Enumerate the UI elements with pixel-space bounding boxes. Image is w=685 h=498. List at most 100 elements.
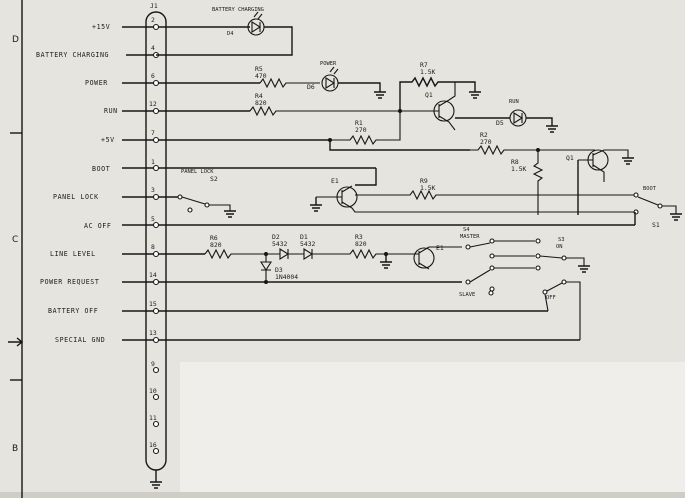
pin-number-16: 16	[149, 441, 157, 449]
s4-alt-label: SLAVE	[459, 292, 475, 298]
r6-ref-label: R6	[210, 234, 218, 242]
switch-s4-icon	[465, 238, 535, 296]
r5-value-label: 470	[255, 72, 267, 80]
d4-name-label: BATTERY CHARGING	[212, 7, 264, 13]
pin-number-9: 9	[151, 360, 155, 368]
d5-ref-label: D5	[496, 119, 504, 127]
q-boot-ref-label: E1	[331, 177, 339, 185]
s3-off-label: OFF	[546, 295, 556, 301]
wire-boot-collector	[355, 168, 377, 186]
q-right-ref-label: Q1	[566, 154, 574, 162]
ground-icon	[150, 481, 162, 489]
transistor-q-right-icon	[578, 149, 629, 182]
resistor-r1-icon	[330, 111, 401, 146]
s2-ref-label: S2	[210, 175, 218, 183]
d6-ref-label: D6	[307, 83, 315, 91]
r4-ref-label: R4	[255, 92, 263, 100]
paper-glare	[180, 362, 685, 498]
pin-number-8: 8	[151, 243, 155, 251]
diode-d2-icon	[275, 248, 300, 260]
signal-label-ac-off: AC OFF	[84, 222, 111, 230]
r8-value-label: 1.5K	[511, 165, 527, 173]
signal-label-boot: BOOT	[92, 165, 110, 173]
connector-pins	[152, 23, 160, 455]
pin-number-14: 14	[149, 271, 157, 279]
pin-number-10: 10	[149, 387, 157, 395]
ground-icon	[546, 125, 558, 133]
wire-5v-branch	[329, 140, 470, 151]
r8-ref-label: R8	[511, 158, 519, 166]
resistor-r9-icon	[355, 189, 636, 201]
d6-name-label: POWER	[320, 61, 337, 67]
signal-label-power-request: POWER REQUEST	[40, 278, 99, 286]
pin-number-2: 2	[151, 16, 155, 24]
paper-edge	[0, 492, 685, 498]
switch-s3-icon	[535, 238, 585, 340]
resistor-r7-icon	[399, 76, 476, 111]
d3-ref-label: D3	[275, 266, 283, 274]
zone-label-b: B	[12, 444, 18, 454]
diode-d3-icon	[260, 254, 272, 282]
d2-ref-label: D2	[272, 233, 280, 241]
diode-d1-icon	[300, 248, 330, 260]
connector-ref: J1	[150, 2, 158, 10]
s1-name-label: BOOT	[643, 186, 657, 192]
ground-icon	[374, 91, 386, 99]
pin-number-13: 13	[149, 329, 157, 337]
d3-value-label: 1N4004	[275, 273, 298, 281]
pin-number-3: 3	[151, 186, 155, 194]
resistor-r6-icon	[204, 248, 275, 260]
zone-arrow-marker	[8, 337, 24, 347]
s4-name-label: MASTER	[460, 234, 480, 240]
pin-number-5: 5	[151, 215, 155, 223]
pin-number-4: 4	[151, 44, 155, 52]
pin-number-1: 1	[151, 158, 155, 166]
ground-icon	[622, 157, 634, 165]
signal-label-battery-off: BATTERY OFF	[48, 307, 98, 315]
r3-value-label: 820	[355, 240, 367, 248]
s2-name-label: PANEL LOCK	[181, 169, 214, 175]
r2-ref-label: R2	[480, 131, 488, 139]
transistor-q1-icon	[430, 82, 456, 131]
signal-label-panel-lock: PANEL LOCK	[53, 193, 99, 201]
pin-number-11: 11	[149, 414, 157, 422]
ground-icon	[469, 91, 481, 99]
transistor-line-icon	[412, 246, 462, 270]
zone-label-c: C	[12, 235, 18, 245]
ground-icon	[578, 265, 590, 273]
ground-icon	[310, 204, 322, 212]
r1-ref-label: R1	[355, 119, 363, 127]
d5-name-label: RUN	[509, 99, 519, 105]
resistor-r4-icon	[249, 105, 430, 117]
wire-d4-return	[156, 26, 293, 56]
r9-ref-label: R9	[420, 177, 428, 185]
r7-ref-label: R7	[420, 61, 428, 69]
s3-on-label: ON	[556, 244, 563, 250]
pin-number-12: 12	[149, 100, 157, 108]
d2-value-label: 5432	[272, 240, 288, 248]
q-line-ref-label: E1	[436, 244, 444, 252]
d1-ref-label: D1	[300, 233, 308, 241]
d1-value-label: 5432	[300, 240, 316, 248]
ground-icon	[380, 261, 392, 269]
pin-number-15: 15	[149, 300, 157, 308]
r7-value-label: 1.5K	[420, 68, 436, 76]
d4-ref-label: D4	[227, 31, 234, 37]
resistor-r5-icon	[259, 77, 320, 89]
signal-label-power: POWER	[85, 79, 108, 87]
s4-ref-label: S4	[463, 227, 470, 233]
ground-icon	[224, 210, 236, 218]
q1-ref-label: Q1	[425, 91, 433, 99]
r9-value-label: 1.5K	[420, 184, 436, 192]
resistor-r8-icon	[532, 150, 544, 215]
r2-value-label: 270	[480, 138, 492, 146]
wire-d5-ground	[526, 117, 553, 126]
ground-icon	[670, 213, 682, 221]
transistor-boot-icon	[316, 185, 636, 213]
resistor-r2-icon	[470, 144, 595, 156]
switch-s2-icon	[177, 194, 231, 213]
r6-value-label: 820	[210, 241, 222, 249]
r5-ref-label: R5	[255, 65, 263, 73]
